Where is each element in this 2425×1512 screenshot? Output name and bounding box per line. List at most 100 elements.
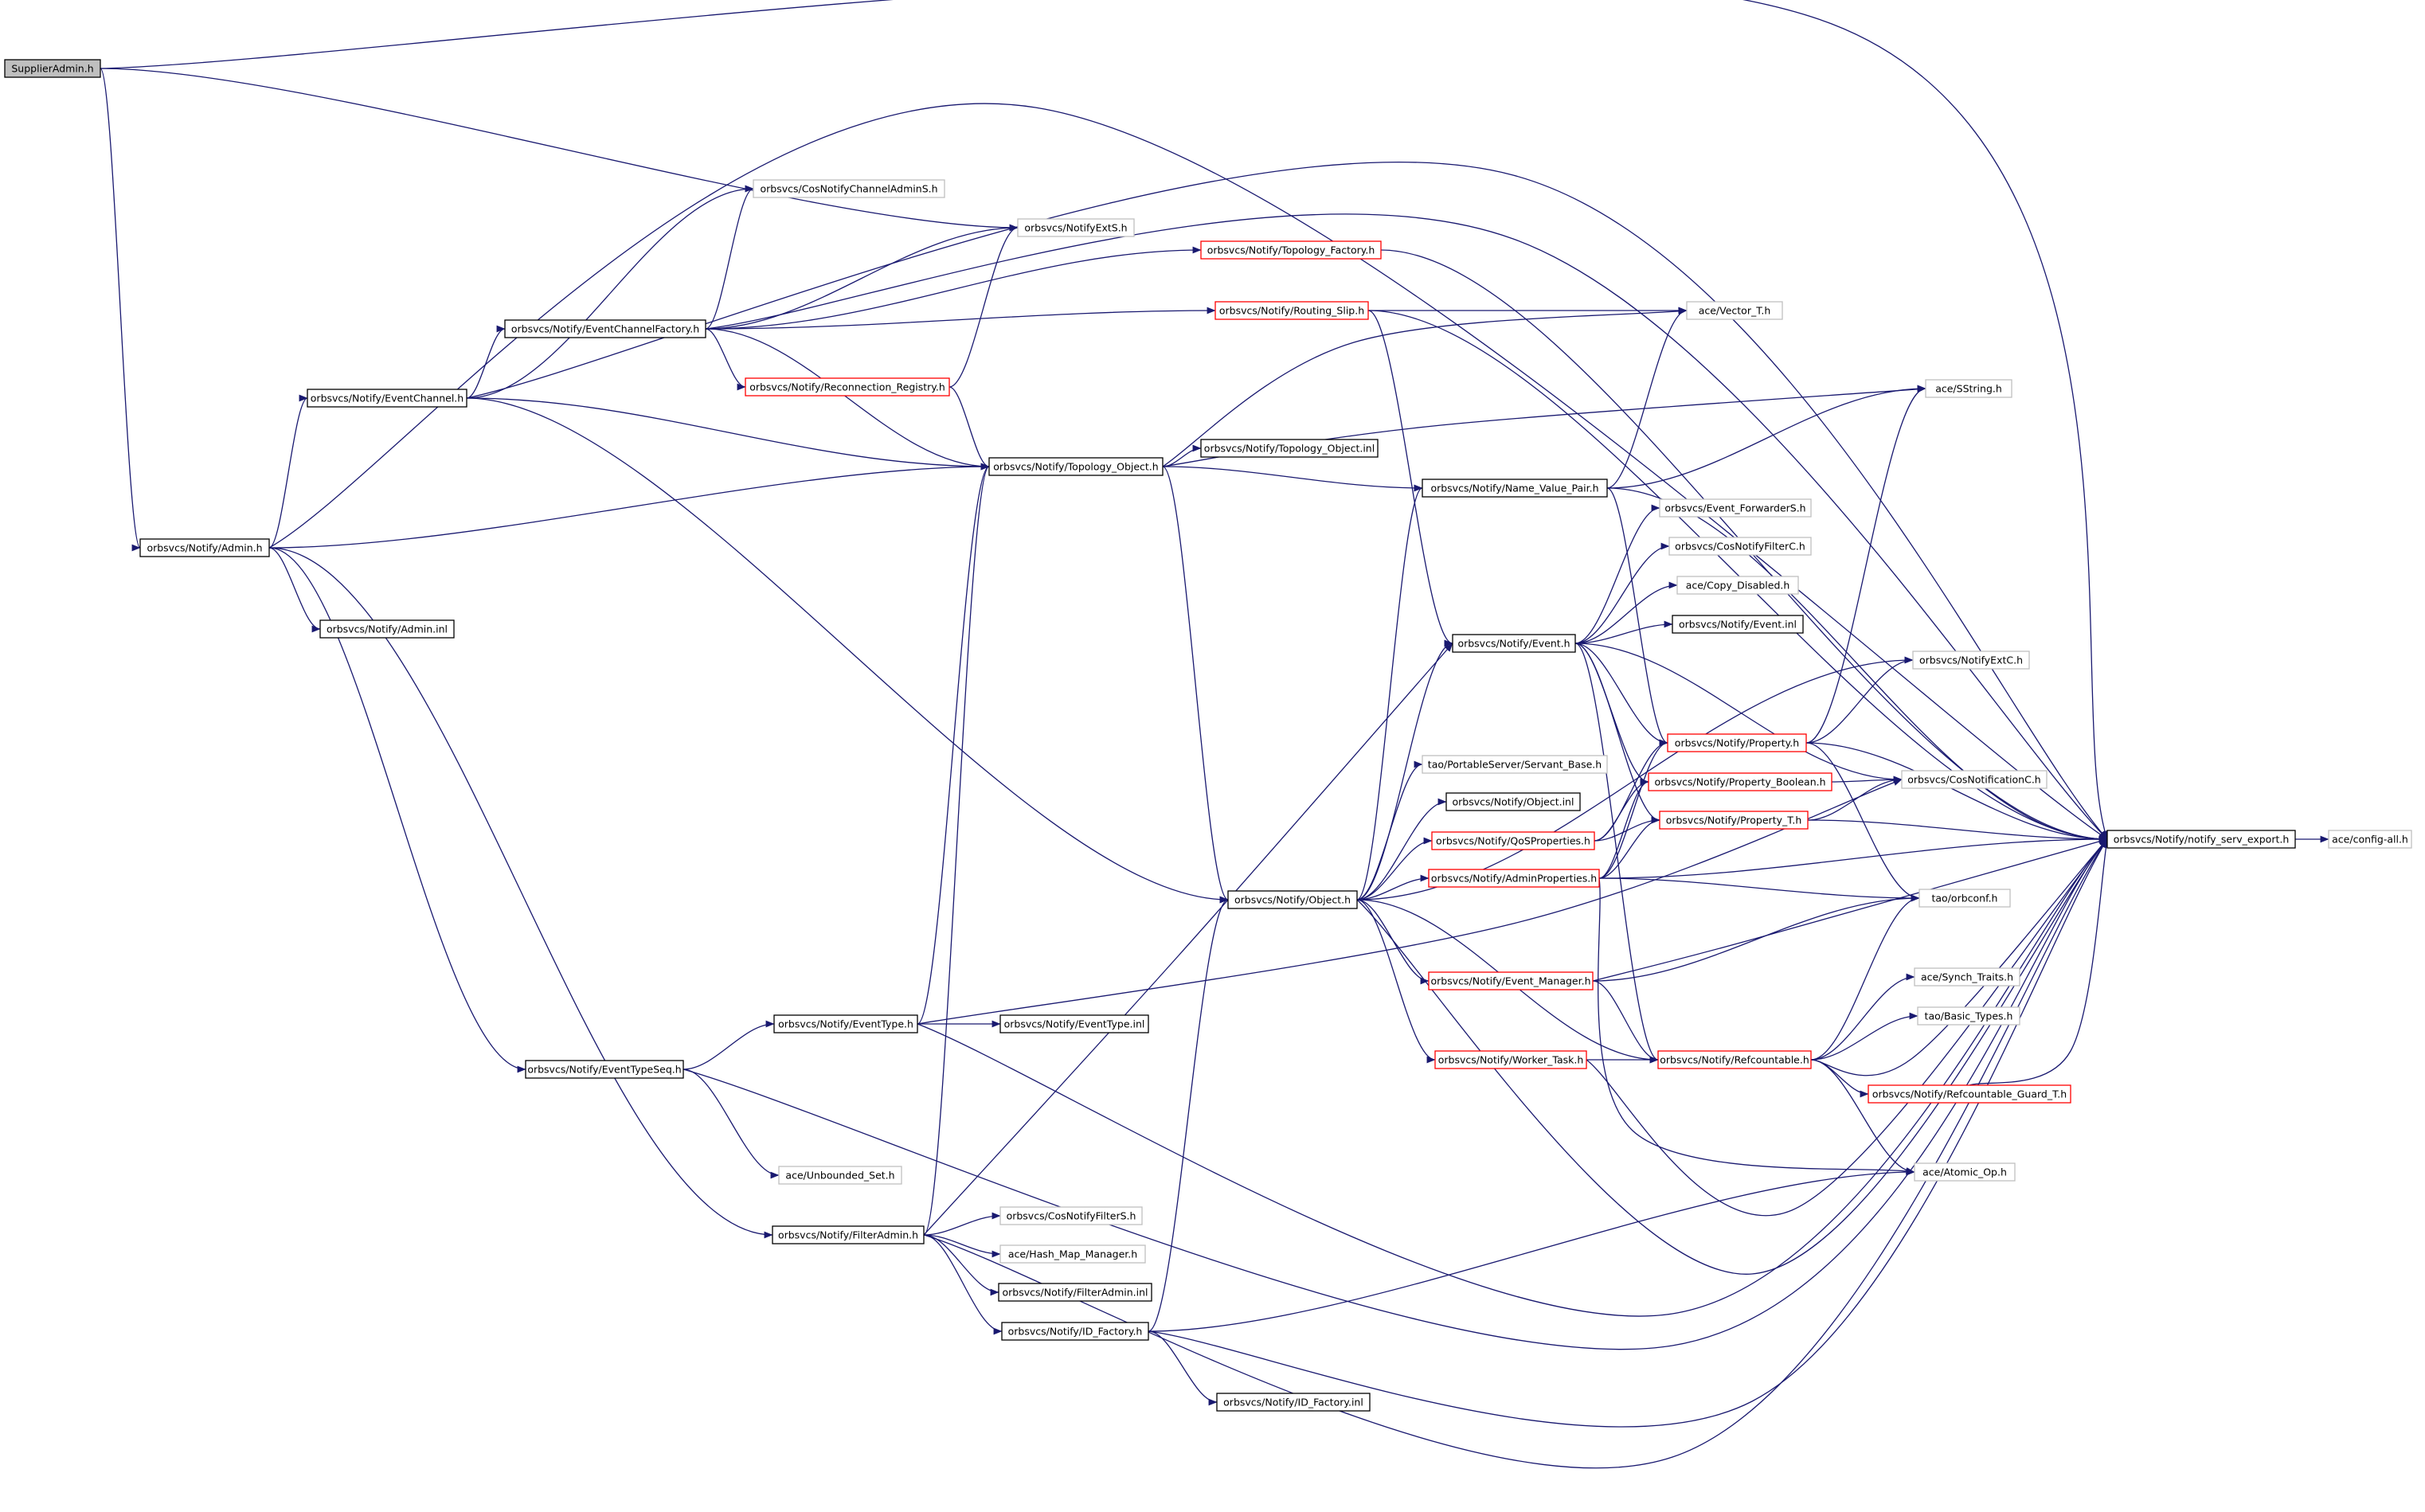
node-servant-base[interactable]: tao/PortableServer/Servant_Base.h — [1422, 755, 1608, 774]
node-vector-t[interactable]: ace/Vector_T.h — [1686, 301, 1783, 320]
node-box — [1428, 869, 1600, 888]
node-box — [778, 1166, 902, 1185]
edge-event-to-property — [1574, 643, 1668, 747]
node-label: orbsvcs/Notify/notify_serv_export.h — [2114, 834, 2290, 846]
node-label: orbsvcs/Notify/Property.h — [1675, 737, 1799, 749]
node-box — [1659, 498, 1812, 518]
node-box — [1672, 615, 1804, 634]
node-event-forwarder-s[interactable]: orbsvcs/Event_ForwarderS.h — [1659, 498, 1812, 518]
edge-topology-object-to-name-value-pair — [1162, 466, 1423, 492]
node-id-factory[interactable]: orbsvcs/Notify/ID_Factory.h — [1001, 1322, 1149, 1341]
edge-worker-task-to-notify-serv-export — [1586, 838, 2108, 1217]
edge-reconnection-registry-to-topology-object — [948, 386, 990, 471]
node-event-inl[interactable]: orbsvcs/Notify/Event.inl — [1672, 615, 1804, 634]
node-topology-object[interactable]: orbsvcs/Notify/Topology_Object.h — [988, 457, 1164, 476]
node-box — [1925, 379, 2012, 398]
edge-event-to-property-t — [1574, 643, 1660, 824]
node-label: orbsvcs/NotifyExtS.h — [1024, 222, 1127, 234]
node-label: orbsvcs/Notify/Routing_Slip.h — [1219, 305, 1364, 317]
node-box — [998, 1283, 1152, 1302]
node-event-channel[interactable]: orbsvcs/Notify/EventChannel.h — [307, 389, 467, 408]
node-name-value-pair[interactable]: orbsvcs/Notify/Name_Value_Pair.h — [1422, 479, 1608, 498]
node-box — [753, 179, 945, 198]
node-admin-properties[interactable]: orbsvcs/Notify/AdminProperties.h — [1428, 869, 1600, 888]
node-label: tao/Basic_Types.h — [1925, 1010, 2013, 1022]
edge-id-factory-to-id-factory-inl — [1148, 1330, 1218, 1406]
node-topology-factory[interactable]: orbsvcs/Notify/Topology_Factory.h — [1200, 240, 1382, 260]
edge-admin-properties-to-atomic-op — [1598, 877, 1915, 1174]
node-refcountable[interactable]: orbsvcs/Notify/Refcountable.h — [1657, 1050, 1812, 1069]
edge-event-manager-to-notify-serv-export — [1592, 838, 2108, 982]
node-cos-notify-filter-s[interactable]: orbsvcs/CosNotifyFilterS.h — [999, 1206, 1143, 1225]
node-unbounded-set[interactable]: ace/Unbounded_Set.h — [778, 1166, 902, 1185]
node-refcountable-guard-t[interactable]: orbsvcs/Notify/Refcountable_Guard_T.h — [1868, 1084, 2071, 1104]
node-label: orbsvcs/CosNotificationC.h — [1907, 774, 2040, 786]
node-label: orbsvcs/Notify/Refcountable_Guard_T.h — [1872, 1088, 2067, 1100]
node-property[interactable]: orbsvcs/Notify/Property.h — [1667, 733, 1807, 752]
node-box — [1422, 755, 1608, 774]
node-event-type-seq[interactable]: orbsvcs/Notify/EventTypeSeq.h — [525, 1060, 684, 1079]
node-event[interactable]: orbsvcs/Notify/Event.h — [1452, 634, 1576, 653]
node-box — [773, 1014, 918, 1033]
node-synch-traits[interactable]: ace/Synch_Traits.h — [1914, 967, 2020, 987]
edge-filter-admin-to-filter-admin-inl — [923, 1234, 999, 1296]
edge-refcountable-to-orbconf — [1810, 894, 1920, 1061]
node-filter-admin-inl[interactable]: orbsvcs/Notify/FilterAdmin.inl — [998, 1283, 1152, 1302]
edge-admin-properties-to-property-boolean — [1598, 778, 1649, 879]
node-topology-object-inl[interactable]: orbsvcs/Notify/Topology_Object.inl — [1200, 439, 1379, 458]
edge-filter-admin-to-event — [923, 643, 1453, 1236]
node-supplier-admin[interactable]: SupplierAdmin.h — [4, 59, 101, 78]
edge-object-to-admin-properties — [1356, 874, 1430, 901]
node-label: orbsvcs/Notify/QoSProperties.h — [1436, 835, 1590, 847]
node-box — [525, 1060, 684, 1079]
node-filter-admin[interactable]: orbsvcs/Notify/FilterAdmin.h — [772, 1225, 925, 1244]
node-admin-inl[interactable]: orbsvcs/Notify/Admin.inl — [319, 619, 455, 639]
edge-event-manager-to-orbconf — [1592, 894, 1920, 982]
node-object[interactable]: orbsvcs/Notify/Object.h — [1227, 890, 1358, 909]
node-property-t[interactable]: orbsvcs/Notify/Property_T.h — [1659, 811, 1809, 830]
node-hash-map-manager[interactable]: ace/Hash_Map_Manager.h — [999, 1244, 1146, 1264]
node-label: ace/Atomic_Op.h — [1922, 1166, 2007, 1178]
node-sstring[interactable]: ace/SString.h — [1925, 379, 2012, 398]
node-label: orbsvcs/Notify/FilterAdmin.inl — [1002, 1287, 1148, 1299]
node-admin[interactable]: orbsvcs/Notify/Admin.h — [139, 538, 270, 557]
node-box — [4, 59, 101, 78]
node-box — [1452, 634, 1576, 653]
node-box — [1657, 1050, 1812, 1069]
node-event-type[interactable]: orbsvcs/Notify/EventType.h — [773, 1014, 918, 1033]
node-routing-slip[interactable]: orbsvcs/Notify/Routing_Slip.h — [1214, 301, 1369, 320]
node-box — [1434, 1050, 1587, 1069]
node-atomic-op[interactable]: ace/Atomic_Op.h — [1914, 1162, 2016, 1182]
node-box — [1648, 772, 1832, 791]
node-config-all[interactable]: ace/config-all.h — [2328, 830, 2412, 849]
node-notify-ext-c[interactable]: orbsvcs/NotifyExtC.h — [1912, 651, 2030, 670]
edge-name-value-pair-to-sstring — [1606, 385, 1926, 489]
node-object-inl[interactable]: orbsvcs/Notify/Object.inl — [1445, 792, 1581, 811]
node-cos-notify-filter-c[interactable]: orbsvcs/CosNotifyFilterC.h — [1668, 537, 1812, 556]
node-qos-properties[interactable]: orbsvcs/Notify/QoSProperties.h — [1431, 831, 1595, 850]
node-copy-disabled[interactable]: ace/Copy_Disabled.h — [1676, 576, 1799, 595]
edge-filter-admin-to-id-factory — [923, 1234, 1003, 1335]
node-orbconf[interactable]: tao/orbconf.h — [1918, 889, 2011, 908]
node-event-type-inl[interactable]: orbsvcs/Notify/EventType.inl — [999, 1014, 1149, 1033]
node-cos-chan-admin-s[interactable]: orbsvcs/CosNotifyChannelAdminS.h — [753, 179, 945, 198]
node-property-boolean[interactable]: orbsvcs/Notify/Property_Boolean.h — [1648, 772, 1832, 791]
node-notify-ext-s[interactable]: orbsvcs/NotifyExtS.h — [1017, 218, 1135, 237]
node-label: ace/Vector_T.h — [1699, 305, 1771, 317]
node-notify-serv-export[interactable]: orbsvcs/Notify/notify_serv_export.h — [2106, 830, 2296, 849]
edge-admin-to-admin-inl — [268, 547, 321, 633]
edge-refcountable-guard-t-to-notify-serv-export — [1969, 838, 2110, 1086]
node-event-manager[interactable]: orbsvcs/Notify/Event_Manager.h — [1428, 971, 1594, 990]
node-layer: SupplierAdmin.h orbsvcs/Notify/Admin.h orb… — [4, 59, 2412, 1412]
node-basic-types[interactable]: tao/Basic_Types.h — [1917, 1006, 2020, 1026]
node-label: ace/config-all.h — [2332, 834, 2408, 846]
node-id-factory-inl[interactable]: orbsvcs/Notify/ID_Factory.inl — [1216, 1393, 1371, 1412]
edge-event-channel-to-ec-factory — [466, 325, 506, 399]
node-label: orbsvcs/Event_ForwarderS.h — [1664, 502, 1805, 514]
node-cos-notification-c[interactable]: orbsvcs/CosNotificationC.h — [1901, 770, 2048, 789]
node-box — [988, 457, 1164, 476]
node-box — [1214, 301, 1369, 320]
node-ec-factory[interactable]: orbsvcs/Notify/EventChannelFactory.h — [504, 319, 706, 338]
node-reconnection-registry[interactable]: orbsvcs/Notify/Reconnection_Registry.h — [745, 377, 950, 397]
node-worker-task[interactable]: orbsvcs/Notify/Worker_Task.h — [1434, 1050, 1587, 1069]
